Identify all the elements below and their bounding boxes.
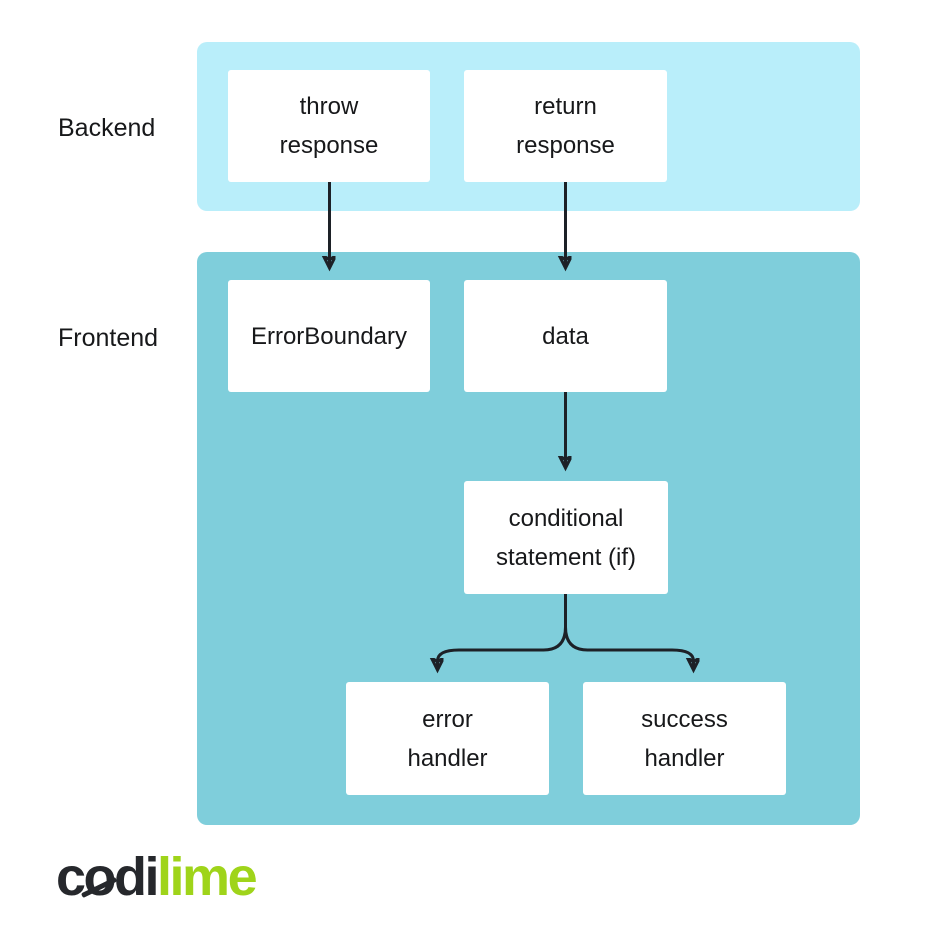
node-return-response: return response: [464, 70, 667, 182]
node-conditional-statement: conditional statement (if): [464, 481, 668, 594]
node-success-handler: success handler: [583, 682, 786, 795]
node-throw-response: throw response: [228, 70, 430, 182]
node-data: data: [464, 280, 667, 392]
node-error-handler: error handler: [346, 682, 549, 795]
node-error-boundary: ErrorBoundary: [228, 280, 430, 392]
logo-part-di: di: [114, 847, 160, 907]
logo-part-c: c: [56, 847, 86, 907]
backend-label: Backend: [58, 114, 156, 142]
frontend-label: Frontend: [58, 324, 159, 352]
logo-part-lime: lime: [157, 847, 258, 907]
logo-slashed-o: o: [80, 847, 117, 907]
